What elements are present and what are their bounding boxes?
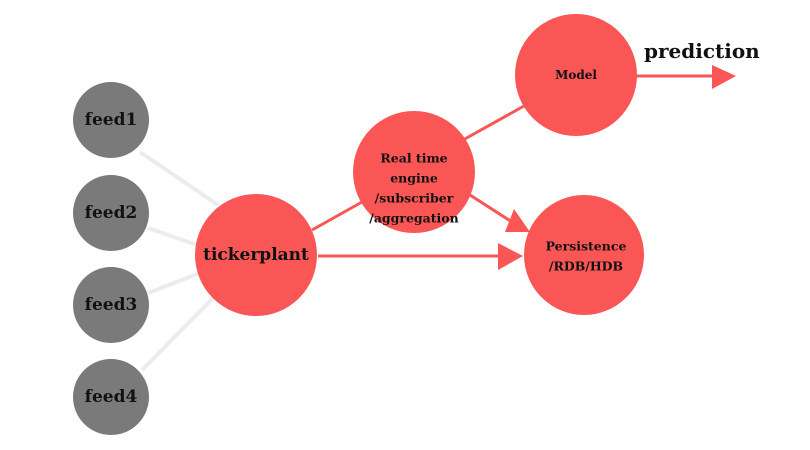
arrowhead-prediction xyxy=(712,65,736,89)
node-feed1-label: feed1 xyxy=(85,110,138,130)
node-rte-label-line3: /subscriber xyxy=(375,191,454,206)
node-model-label: Model xyxy=(555,68,597,82)
node-feed3[interactable]: feed3 xyxy=(73,267,149,343)
node-feed1[interactable]: feed1 xyxy=(73,82,149,158)
node-tickerplant-label: tickerplant xyxy=(203,245,309,265)
node-rte-label-line4: /aggregation xyxy=(369,211,458,226)
arrowhead-rte-persistence xyxy=(505,209,530,232)
node-feed2-label: feed2 xyxy=(85,203,138,223)
process-edges xyxy=(311,65,736,270)
node-feed2[interactable]: feed2 xyxy=(73,175,149,251)
edge-rte-persistence xyxy=(469,193,513,224)
edge-feed4-tickerplant xyxy=(140,296,215,372)
node-tickerplant[interactable]: tickerplant xyxy=(195,194,317,316)
feed-edges xyxy=(138,150,220,372)
node-persistence-label-line2: /RDB/HDB xyxy=(549,259,623,274)
node-model[interactable]: Model xyxy=(515,14,637,136)
edge-feed1-tickerplant xyxy=(138,150,220,207)
node-persistence[interactable]: Persistence /RDB/HDB xyxy=(524,195,644,315)
edge-feed2-tickerplant xyxy=(147,226,201,248)
prediction-label: prediction xyxy=(644,39,760,63)
node-persistence-label-line1: Persistence xyxy=(546,239,627,254)
node-feed4[interactable]: feed4 xyxy=(73,359,149,435)
arrowhead-tickerplant-persistence xyxy=(498,243,523,270)
node-feed4-label: feed4 xyxy=(85,387,138,407)
edge-tickerplant-rte xyxy=(311,200,363,232)
node-rte-label-line1: Real time xyxy=(380,151,447,166)
edge-feed3-tickerplant xyxy=(147,271,201,295)
node-rte[interactable]: Real time engine /subscriber /aggregatio… xyxy=(353,111,475,233)
edge-rte-model xyxy=(462,104,525,142)
node-feed3-label: feed3 xyxy=(85,295,138,315)
node-rte-label-line2: engine xyxy=(390,171,438,186)
